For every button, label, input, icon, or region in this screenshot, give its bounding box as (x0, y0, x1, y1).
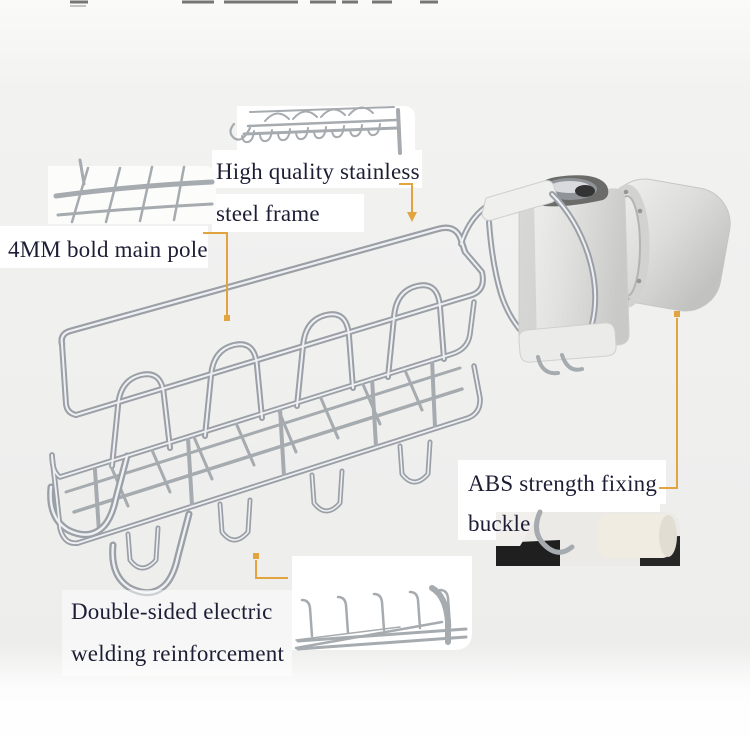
callout-abs-buckle-line1: ABS strength fixing (468, 471, 658, 496)
inset-welding-closeup (292, 556, 472, 651)
leader-line-main-pole (203, 232, 230, 321)
label-backgrounds (0, 150, 422, 268)
callout-abs-buckle-line2: buckle (468, 511, 531, 536)
welding-label-background (62, 590, 292, 676)
callout-welding-line2: welding reinforcement (71, 641, 285, 666)
buckle-cylinder (598, 514, 672, 558)
rack-grid (64, 357, 464, 534)
leader-line-abs-buckle (659, 311, 680, 489)
callout-stainless-frame-line2: steel frame (216, 201, 320, 226)
hanging-hooks (51, 456, 189, 593)
leader-line-welding (253, 553, 288, 579)
callout-main-pole: 4MM bold main pole (8, 237, 208, 262)
callout-welding-line1: Double-sided electric (71, 599, 273, 624)
inset-hook-rail-closeup (229, 106, 415, 156)
inset-wire-grid-closeup (48, 158, 216, 224)
inset-buckle-closeup (496, 509, 680, 566)
top-crop-dashes (70, 0, 438, 7)
leader-line-stainless-frame (399, 183, 417, 222)
callout-stainless-frame-line1: High quality stainless (216, 159, 420, 184)
faucet-clamp (481, 175, 731, 376)
clamp-lower-bracket (518, 322, 617, 363)
